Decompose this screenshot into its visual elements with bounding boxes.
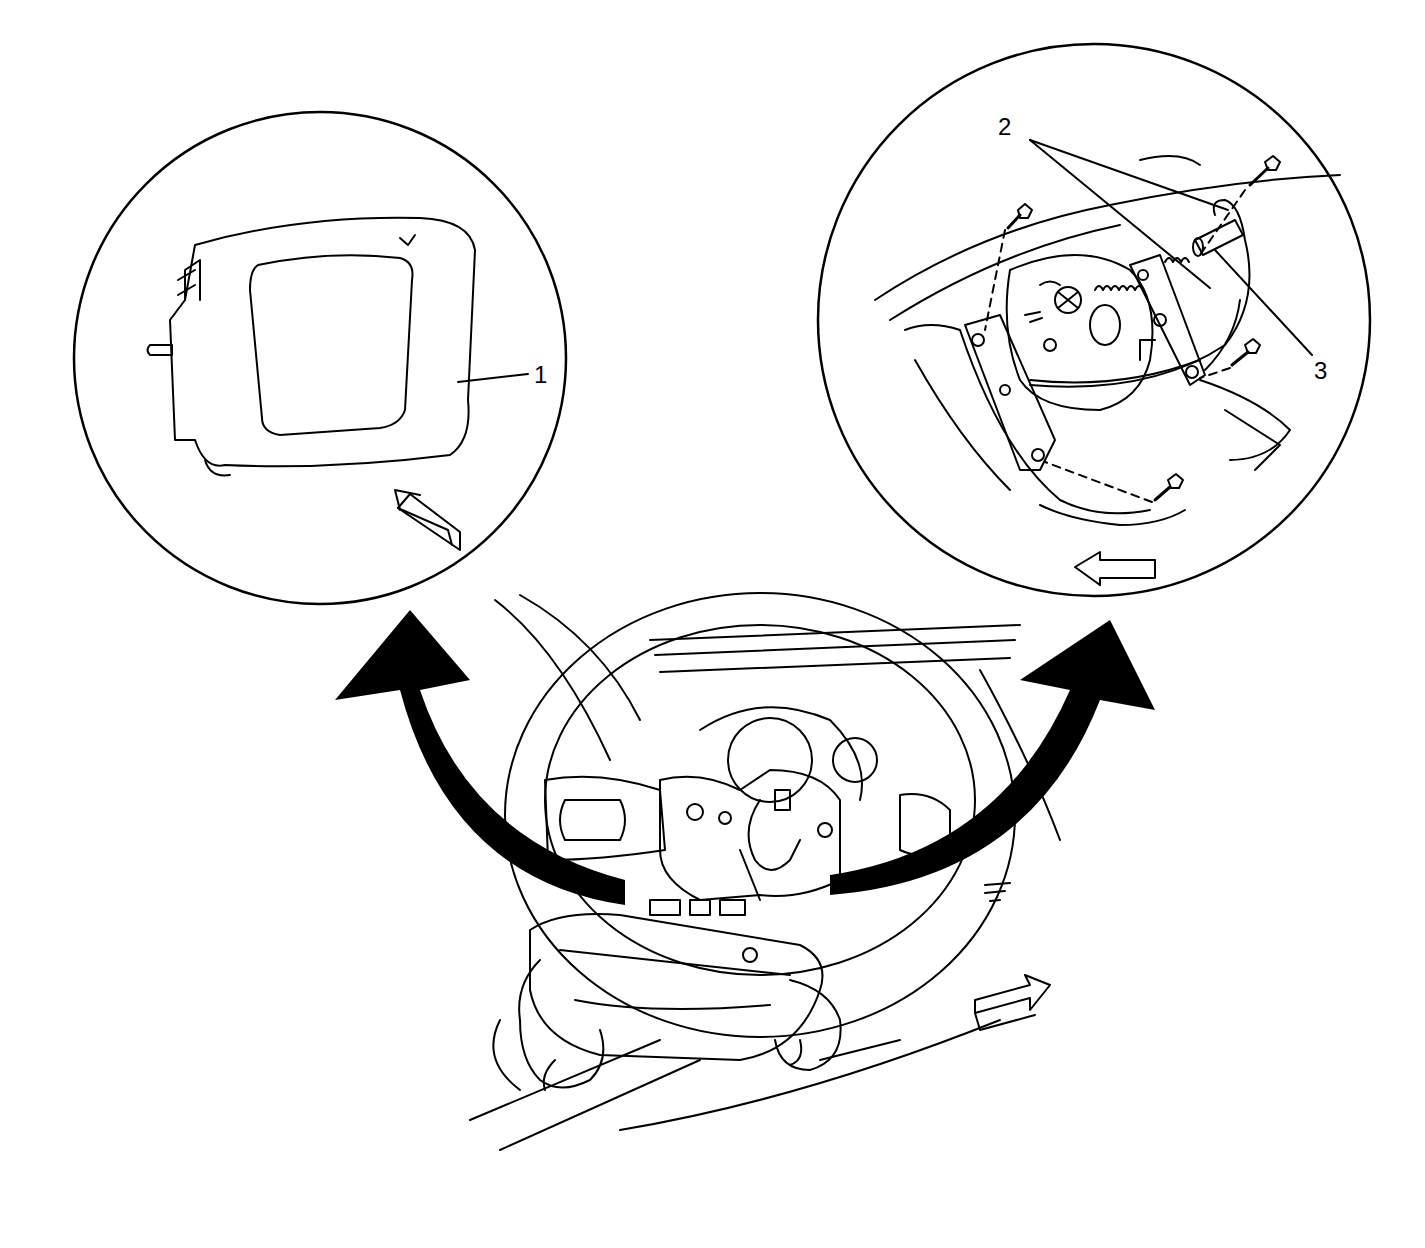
callout-number: 3 (1312, 358, 1329, 384)
callout-number: 1 (532, 362, 549, 388)
detail-circle-hub (818, 44, 1370, 596)
view-arrow (830, 620, 1155, 895)
detail-circle-airbag (74, 112, 566, 604)
view-arrow (335, 610, 625, 905)
callout-number: 2 (996, 114, 1013, 140)
